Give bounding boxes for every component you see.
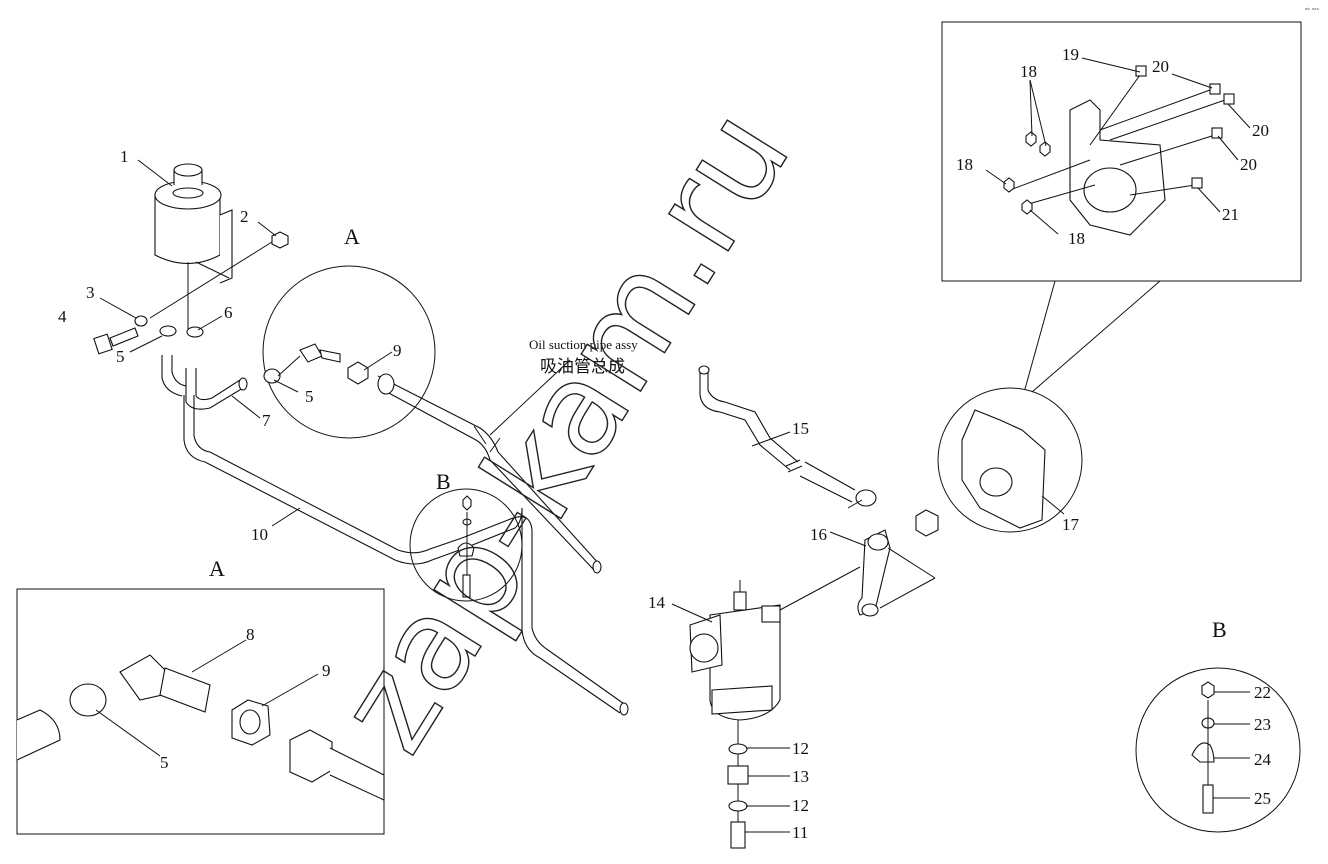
bracket-exploded xyxy=(1003,65,1235,236)
detail-a-enlarged xyxy=(16,654,385,801)
callout-5-top: 5 xyxy=(116,347,125,366)
callout-4: 4 xyxy=(58,307,67,326)
callout-20-mid: 20 xyxy=(1252,121,1269,140)
callout-21: 21 xyxy=(1222,205,1239,224)
callout-24: 24 xyxy=(1254,750,1272,769)
nut-on-arm xyxy=(915,509,939,537)
callout-10: 10 xyxy=(251,525,268,544)
callout-5-box: 5 xyxy=(160,753,169,772)
detail-letter-a-box: A xyxy=(209,556,225,581)
hose-clamp-5 xyxy=(159,325,177,337)
detail-a-circle xyxy=(262,265,436,439)
callout-6: 6 xyxy=(224,303,233,322)
washer-12-lower xyxy=(728,800,748,812)
return-hose-7 xyxy=(185,368,244,410)
callout-16: 16 xyxy=(810,525,827,544)
callout-5-circle: 5 xyxy=(305,387,314,406)
detail-a-box xyxy=(16,588,385,835)
detail-letter-b-box: B xyxy=(1212,617,1227,642)
callout-3: 3 xyxy=(86,283,95,302)
pipe-caption-zh: 吸油管总成 xyxy=(540,357,625,377)
callout-12-upper: 12 xyxy=(792,739,809,758)
detail-b-enlarged-circle xyxy=(1135,667,1301,833)
callout-23: 23 xyxy=(1254,715,1271,734)
callout-2: 2 xyxy=(240,207,249,226)
callout-7: 7 xyxy=(262,411,271,430)
callout-20-low: 20 xyxy=(1240,155,1257,174)
bolt-4 xyxy=(93,327,139,355)
suction-pipe-10 xyxy=(183,395,466,565)
pitman-arm-16 xyxy=(857,529,891,617)
callout-13: 13 xyxy=(792,767,809,786)
callout-12-lower: 12 xyxy=(792,796,809,815)
callout-20-top: 20 xyxy=(1152,57,1169,76)
banjo-block-13 xyxy=(727,765,749,785)
callout-22: 22 xyxy=(1254,683,1271,702)
detail-letter-b-circle: B xyxy=(436,469,451,494)
oil-reservoir xyxy=(154,163,233,330)
washer-12-upper xyxy=(728,743,748,755)
callout-18-top: 18 xyxy=(1020,62,1037,81)
drag-link-15 xyxy=(698,365,877,509)
callout-15: 15 xyxy=(792,419,809,438)
pipe-caption-en: Oil suction pipe assy xyxy=(529,337,638,352)
detail-b-enlarged xyxy=(1191,681,1215,814)
steering-gear-14 xyxy=(689,566,861,721)
callout-19: 19 xyxy=(1062,45,1079,64)
callout-25: 25 xyxy=(1254,789,1271,808)
callout-1: 1 xyxy=(120,147,129,166)
banjo-bolt-11 xyxy=(730,821,746,849)
bracket-17 xyxy=(961,409,1046,529)
callout-11: 11 xyxy=(792,823,808,842)
callout-18-bottom: 18 xyxy=(1068,229,1085,248)
corner-mark: ᵃᵇ ᵃᵃᵃ xyxy=(1305,7,1319,14)
callout-14: 14 xyxy=(648,593,666,612)
callout-8: 8 xyxy=(246,625,255,644)
callout-9-box: 9 xyxy=(322,661,331,680)
detail-letter-a-circle: A xyxy=(344,224,360,249)
washer-3 xyxy=(134,315,148,327)
leader-lines xyxy=(95,57,1251,833)
callout-9-circle: 9 xyxy=(393,341,402,360)
callout-17: 17 xyxy=(1062,515,1080,534)
callout-18-left: 18 xyxy=(956,155,973,174)
